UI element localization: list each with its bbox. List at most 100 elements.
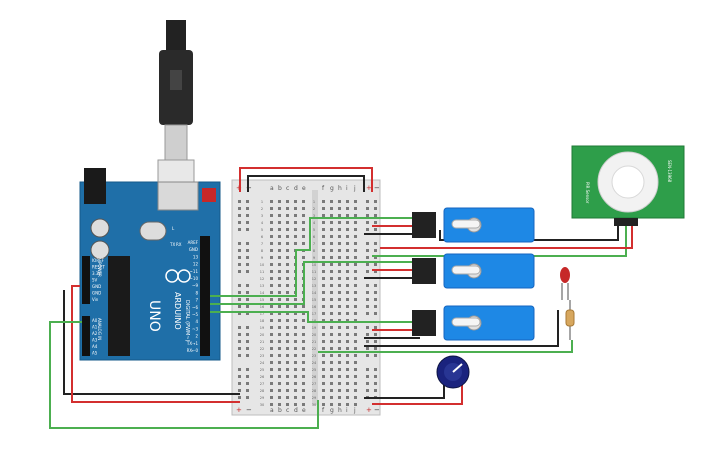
breadboard-row-number: 3 [261,214,263,218]
breadboard-hole [346,347,349,350]
rx-label: RX [176,242,182,247]
breadboard-hole [354,312,357,315]
breadboard-hole [346,375,349,378]
rail-hole [238,214,241,217]
rail-hole [238,242,241,245]
breadboard-hole [302,221,305,224]
breadboard-row-number: 22 [260,347,264,351]
bb-bot-left-c: c [286,407,289,414]
breadboard-row-number: 28 [312,389,316,393]
breadboard-hole [322,228,325,231]
breadboard-hole [286,207,289,210]
breadboard-hole [294,298,297,301]
breadboard-hole [270,298,273,301]
breadboard-hole [270,291,273,294]
breadboard-hole [302,333,305,336]
breadboard-hole [302,305,305,308]
breadboard-hole [322,305,325,308]
breadboard-hole [278,249,281,252]
rail-hole [374,340,377,343]
breadboard-hole [338,361,341,364]
breadboard-row-number: 11 [260,270,264,274]
breadboard-hole [322,368,325,371]
breadboard-hole [322,333,325,336]
rail-hole [246,382,249,385]
breadboard-hole [330,298,333,301]
breadboard-hole [354,382,357,385]
breadboard-hole [286,340,289,343]
power-header [82,256,90,304]
breadboard-hole [270,326,273,329]
breadboard-hole [354,207,357,210]
rail-hole [246,214,249,217]
arduino-brand: ARDUINO [173,292,182,330]
breadboard-row-number: 12 [260,277,264,281]
breadboard-hole [330,326,333,329]
rail-hole [366,333,369,336]
breadboard-hole [354,256,357,259]
breadboard-hole [338,298,341,301]
breadboard-hole [270,354,273,357]
rail-hole [246,242,249,245]
breadboard-hole [278,375,281,378]
analog-pin-label-2: A2 [92,331,98,336]
power-pin-label-6: Vin [92,297,99,302]
pir-sensor-icon: PIR Sensor SEN-13968 [571,145,685,226]
breadboard-row-number: 25 [260,368,264,372]
breadboard-hole [286,382,289,385]
breadboard-hole [302,326,305,329]
breadboard-hole [346,389,349,392]
breadboard-row-number: 18 [260,319,264,323]
breadboard-hole [346,354,349,357]
rail-hole [246,347,249,350]
breadboard-row-number: 7 [313,242,315,246]
breadboard-hole [354,403,357,406]
breadboard-row-number: 15 [260,298,264,302]
power-jack [84,168,106,204]
breadboard-hole [286,242,289,245]
rail-hole [366,347,369,350]
breadboard-hole [322,382,325,385]
breadboard-hole [322,312,325,315]
breadboard-hole [346,228,349,231]
breadboard-row-number: 29 [260,396,264,400]
breadboard-hole [302,256,305,259]
breadboard-row-number: 27 [260,382,264,386]
breadboard-hole [354,200,357,203]
wire-pir-vcc [380,226,633,249]
breadboard-hole [286,354,289,357]
arduino-logo [165,269,191,283]
breadboard-hole [302,389,305,392]
breadboard-hole [270,284,273,287]
breadboard-hole [338,319,341,322]
rail-hole [366,242,369,245]
bb-top-left-a: a [270,185,274,192]
breadboard-hole [338,284,341,287]
rail-hole [366,249,369,252]
rail-hole [238,354,241,357]
breadboard-row-number: 25 [312,368,316,372]
breadboard-hole [330,396,333,399]
breadboard-hole [294,319,297,322]
breadboard-hole [354,361,357,364]
breadboard-hole [278,277,281,280]
breadboard-hole [330,340,333,343]
rail-hole [374,228,377,231]
digital-pin-label-13: 2 [195,334,198,339]
breadboard-hole [278,270,281,273]
breadboard-row-number: 4 [313,221,316,225]
rail-hole [238,228,241,231]
wires [49,167,633,429]
breadboard-hole [338,354,341,357]
rail-hole [374,298,377,301]
bb-bot-right-i: i [346,407,348,414]
breadboard-hole [338,368,341,371]
breadboard-hole [322,214,325,217]
breadboard-hole [294,207,297,210]
breadboard-hole [346,214,349,217]
digital-pin-label-14: TX→1 [186,341,199,346]
breadboard-hole [294,326,297,329]
breadboard-hole [338,263,341,266]
breadboard-hole [278,368,281,371]
